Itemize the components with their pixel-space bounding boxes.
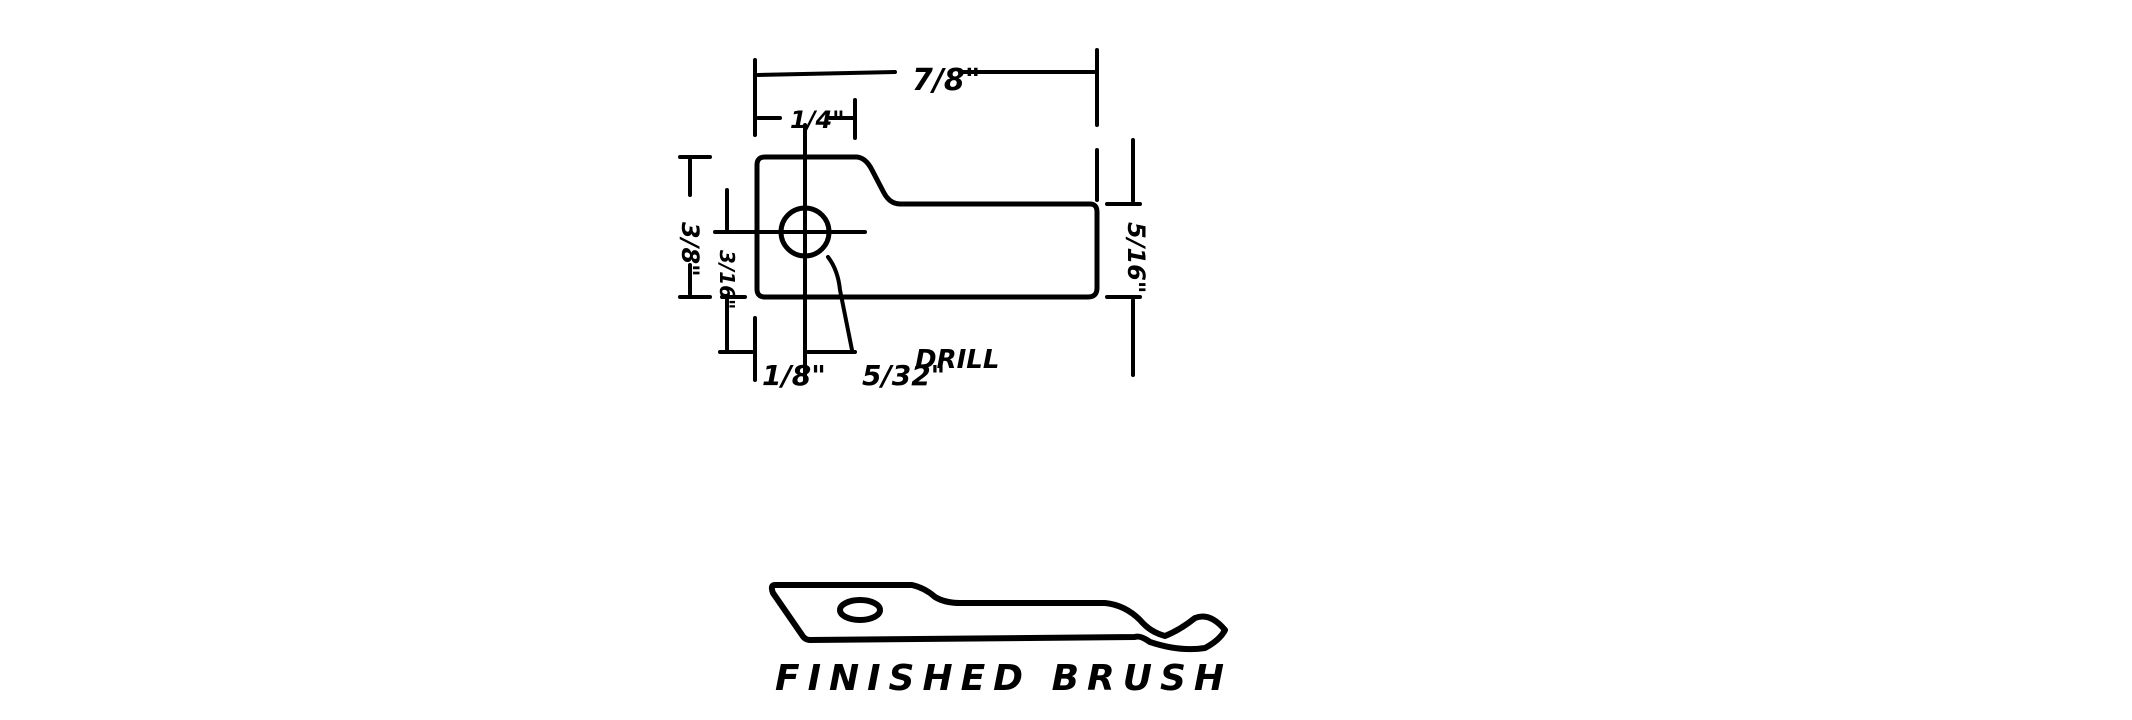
brush-outline [754,154,1100,300]
drill-leader [826,255,854,352]
dim-overall-height: 3/8" [676,222,704,277]
plan-view: 7/8" 1/4" 3/8" 3/16" 1/8" 5/32" DRILL 5/… [676,48,1150,392]
finished-brush-caption: FINISHED BRUSH [775,658,1232,699]
dimension-line [756,70,897,77]
dim-drill-size: 5/32" [862,359,945,392]
dim-arm-width: 5/16" [1122,222,1150,293]
dim-hole-offset-top: 1/4" [790,106,845,134]
brush-hole [837,597,883,623]
finished-brush-outline [768,582,1228,653]
finished-brush-view: FINISHED BRUSH [768,582,1232,699]
drill-label: DRILL [915,345,999,375]
dim-overall-length: 7/8" [912,63,980,98]
dim-edge-to-hole: 1/8" [762,359,826,392]
dim-hole-offset-side: 3/16" [715,250,739,309]
